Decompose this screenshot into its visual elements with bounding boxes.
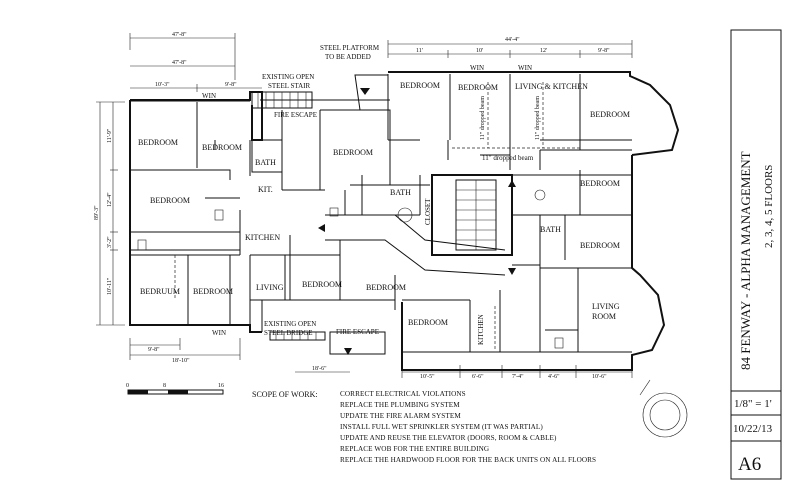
label-dropped-beam: 11" dropped beam bbox=[482, 154, 534, 162]
label-bedroom-r2: BEDROOM bbox=[580, 241, 620, 250]
dim-top-r4: 9'-8" bbox=[598, 48, 610, 54]
scale-tick-0: 0 bbox=[126, 383, 129, 389]
label-win-r: WIN bbox=[470, 64, 484, 72]
label-bedroom-c3: BEDROOM bbox=[366, 283, 406, 292]
scope-item: REPLACE THE PLUMBING SYSTEM bbox=[340, 401, 460, 409]
note-steel-platform-2: TO BE ADDED bbox=[325, 53, 371, 61]
dim-top-r1: 11' bbox=[416, 48, 423, 54]
dimension-lines bbox=[96, 33, 633, 378]
down-arrow-icon bbox=[508, 268, 516, 275]
date-label: 10/22/13 bbox=[733, 423, 773, 435]
label-fire-escape-bottom: FIRE ESCAPE bbox=[336, 328, 379, 336]
scope-item: REPLACE THE HARDWOOD FLOOR FOR THE BACK … bbox=[340, 456, 596, 464]
label-living-room-2: ROOM bbox=[592, 312, 616, 321]
label-bedroom-l4: BEDROOM bbox=[193, 287, 233, 296]
sheet-number: A6 bbox=[738, 454, 761, 475]
label-bedroom-r1: BEDROOM bbox=[580, 179, 620, 188]
dim-bottom-r1: 10'-5" bbox=[420, 374, 435, 380]
label-bath-r: BATH bbox=[540, 225, 561, 234]
scope-item: REPLACE WOB FOR THE ENTIRE BUILDING bbox=[340, 445, 489, 453]
scope-item: CORRECT ELECTRICAL VIOLATIONS bbox=[340, 390, 466, 398]
scope-item: UPDATE THE FIRE ALARM SYSTEM bbox=[340, 412, 461, 420]
note-steel-platform-1: STEEL PLATFORM bbox=[320, 44, 380, 52]
dim-top-b: 9'-8" bbox=[225, 82, 237, 88]
dim-bottom-left-2: 18'-10" bbox=[172, 358, 190, 364]
scope-of-work: SCOPE OF WORK: CORRECT ELECTRICAL VIOLAT… bbox=[252, 390, 596, 464]
floors-label: 2, 3, 4, 5 FLOORS bbox=[763, 165, 775, 248]
dim-bottom-mid: 18'-6" bbox=[312, 366, 327, 372]
label-kitchen-l: KITCHEN bbox=[245, 233, 280, 242]
dim-top-r2: 10' bbox=[476, 48, 483, 54]
scope-item: UPDATE AND REUSE THE ELEVATOR (DOORS, RO… bbox=[340, 434, 557, 442]
dim-top-overall: 47'-8" bbox=[172, 32, 187, 38]
dim-top-right-overall: 44'-4" bbox=[505, 37, 520, 43]
label-fire-escape-top: FIRE ESCAPE bbox=[274, 111, 317, 119]
dim-left-2: 12'-4" bbox=[107, 192, 113, 207]
floor-plan bbox=[129, 71, 688, 438]
dim-bottom-r5: 10'-6" bbox=[592, 374, 607, 380]
label-win-bottom: WIN bbox=[212, 329, 226, 337]
dim-top-r3: 12' bbox=[540, 48, 547, 54]
label-kit: KIT. bbox=[258, 185, 273, 194]
label-bedroom-u3: BEDROOM bbox=[590, 110, 630, 119]
label-dropped-beam-v2: 11" dropped beam bbox=[535, 96, 541, 140]
label-bedroom-l2: BEDROOM bbox=[202, 143, 242, 152]
note-stair-2: STEEL STAIR bbox=[268, 82, 310, 90]
scope-item: INSTALL FULL WET SPRINKLER SYSTEM (IT WA… bbox=[340, 423, 543, 431]
label-win-l: WIN bbox=[202, 92, 216, 100]
project-title: 84 FENWAY - ALPHA MANAGEMENT bbox=[738, 151, 753, 370]
label-bedroom-l1: BEDROOM bbox=[138, 138, 178, 147]
label-living-l: LIVING bbox=[256, 283, 284, 292]
label-win-r2: WIN bbox=[518, 64, 532, 72]
dimension-labels: 47'-8" 47'-8" 10'-3" 9'-8" 44'-4" 11' 10… bbox=[94, 32, 610, 380]
dim-bottom-left-1: 9'-8" bbox=[148, 347, 160, 353]
note-bridge-2: STEEL BRIDGE bbox=[264, 329, 313, 337]
label-bedroom-u1: BEDROOM bbox=[400, 81, 440, 90]
label-bedroom-c2: BEDROOM bbox=[302, 280, 342, 289]
label-bedroom-c1: BEDROOM bbox=[333, 148, 373, 157]
dim-top-a: 10'-3" bbox=[155, 82, 170, 88]
label-bedroom-lr: BEDROOM bbox=[408, 318, 448, 327]
up-arrow-icon bbox=[508, 180, 516, 187]
note-stair-1: EXISTING OPEN bbox=[262, 73, 314, 81]
label-bedroom-l3: BEDROOM bbox=[150, 196, 190, 205]
dim-bottom-r2: 6'-6" bbox=[472, 374, 484, 380]
note-bridge-1: EXISTING OPEN bbox=[264, 320, 316, 328]
room-labels: BEDROOM BEDROOM BATH KIT. BEDROOM KITCHE… bbox=[138, 64, 630, 345]
label-bath-l: BATH bbox=[255, 158, 276, 167]
label-living-room-1: LIVING bbox=[592, 302, 620, 311]
architect-seal bbox=[642, 392, 688, 438]
dim-top-left: 47'-8" bbox=[172, 60, 187, 66]
title-block: 84 FENWAY - ALPHA MANAGEMENT 2, 3, 4, 5 … bbox=[730, 29, 782, 480]
label-closet: CLOSET bbox=[424, 198, 432, 225]
scale-tick-16: 16 bbox=[218, 383, 224, 389]
left-wing-outline bbox=[129, 91, 263, 333]
dim-left-3: 3'-2" bbox=[107, 236, 113, 248]
stair-core bbox=[431, 174, 513, 256]
dim-bottom-r4: 4'-6" bbox=[548, 374, 560, 380]
fire-escape-bottom bbox=[329, 331, 386, 355]
label-bedruum: BEDRUUM bbox=[140, 287, 180, 296]
dim-left-1: 11'-9" bbox=[107, 128, 113, 143]
dim-left-overall: 89'-3" bbox=[94, 205, 100, 220]
label-kitchen-lr: KITCHEN bbox=[477, 314, 485, 345]
scale-label: 1/8" = 1' bbox=[734, 398, 772, 410]
label-living-kitchen: LIVING & KITCHEN bbox=[515, 82, 588, 91]
label-bedroom-u2: BEDROOM bbox=[458, 83, 498, 92]
dim-bottom-r3: 7'-4" bbox=[512, 374, 524, 380]
scope-heading: SCOPE OF WORK: bbox=[252, 390, 318, 399]
scale-tick-8: 8 bbox=[163, 383, 166, 389]
label-dropped-beam-v1: 11" dropped beam bbox=[480, 96, 486, 140]
left-arrow-icon bbox=[318, 224, 325, 232]
annotations: STEEL PLATFORM TO BE ADDED EXISTING OPEN… bbox=[262, 44, 380, 337]
scale-bar: 0 8 16 bbox=[126, 383, 224, 395]
label-bath-c: BATH bbox=[390, 188, 411, 197]
dim-left-4: 10'-11" bbox=[107, 277, 113, 295]
